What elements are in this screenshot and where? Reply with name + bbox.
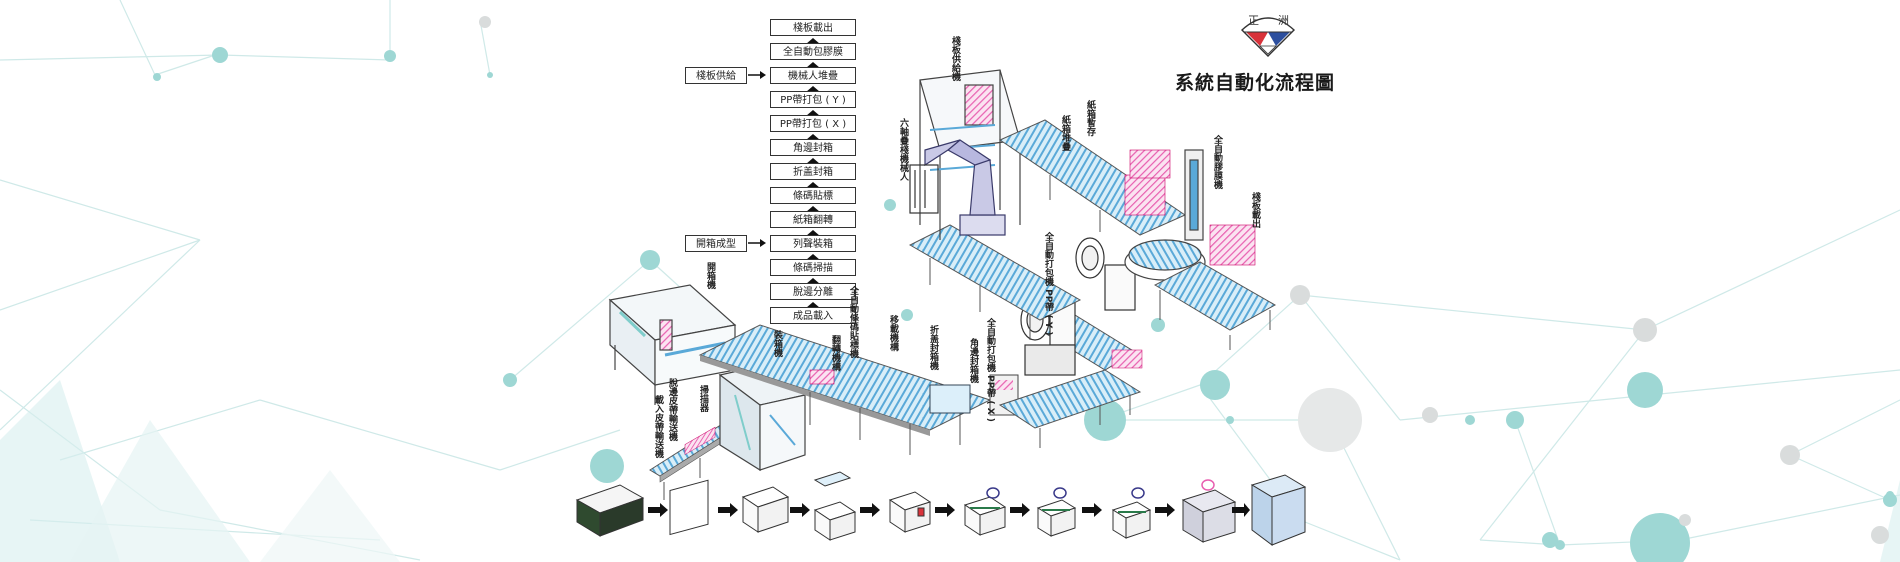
strapping-machine-y — [1075, 237, 1136, 311]
label-carton-buffer: 紙箱暫存 — [1085, 100, 1095, 136]
process-step: 條碼掃描 — [770, 259, 856, 276]
process-step: 棧板載出 — [770, 19, 856, 36]
side-input-box-forming: 開箱成型 — [685, 235, 747, 252]
strap-marks — [970, 507, 1146, 513]
label-six-axis-robot: 六軸疊棧機械人 — [898, 118, 908, 181]
middle-conveyor — [698, 324, 1019, 455]
strap-rings — [986, 479, 1215, 499]
label-strapping-y: 全自動打包機 PP帶 ( Y ) — [1043, 232, 1053, 336]
side-input-pallet-supply: 棧板供給 — [685, 67, 747, 84]
upper-right-conveyor — [998, 119, 1187, 236]
process-step: 條碼貼標 — [770, 187, 856, 204]
process-step: 紙箱翻轉 — [770, 211, 856, 228]
product-sequence — [575, 471, 1307, 546]
process-step: 脫邊分離 — [770, 283, 856, 300]
upper-conveyor — [908, 224, 1082, 340]
logo-text-left: 正 — [1248, 14, 1259, 27]
label-strapping-x: 全自動打包機 PP帶 ( X ) — [985, 318, 995, 422]
process-step: 角邊封箱 — [770, 139, 856, 156]
label-film-wrapper: 全自動膠膜機 — [1212, 135, 1222, 189]
box-opening-machine — [608, 284, 737, 405]
process-step: 成品載入 — [770, 307, 856, 324]
process-step: 機械人堆疊 — [770, 67, 856, 84]
label-corner-seal-machine: 角邊封箱機 — [968, 338, 978, 383]
right-arrow-icon — [748, 71, 766, 79]
process-step: 折盖封箱 — [770, 163, 856, 180]
pallet-out-conveyor — [1153, 261, 1277, 350]
label-box-opening-machine: 開箱機 — [705, 262, 715, 289]
diagram-title: 系統自動化流程圖 — [1175, 72, 1336, 94]
wrapping-machine — [1124, 149, 1256, 281]
sequence-arrows — [648, 503, 1250, 517]
label-barcode-labeler: 全自動條碼貼標機 — [848, 286, 858, 358]
right-arrow-icon — [748, 239, 766, 247]
process-step: 全自動包膠膜 — [770, 43, 856, 60]
six-axis-robot — [909, 139, 1006, 236]
process-step: PP帶打包 ( X ) — [770, 115, 856, 132]
process-step: PP帶打包 ( Y ) — [770, 91, 856, 108]
label-packing-machine: 裝箱機 — [772, 330, 782, 357]
logo-emblem — [1240, 17, 1296, 57]
company-logo: 正 洲 — [1238, 8, 1298, 60]
logo-text-right: 洲 — [1278, 14, 1289, 27]
label-pallet-feeder: 棧板供給機 — [950, 36, 960, 81]
label-flipping-mechanism: 翻轉機構 — [830, 335, 840, 371]
label-carton-stacking: 紙箱堆疊 — [1060, 115, 1070, 151]
label-scanner: 掃描器 — [698, 385, 708, 412]
process-step: 列聲裝箱 — [770, 235, 856, 252]
label-fold-seal-machine: 折盖封箱機 — [928, 325, 938, 370]
label-stripping-belt-conveyor: 脫邊皮帶輸送機 — [667, 378, 677, 441]
label-pallet-out: 棧板載出 — [1250, 192, 1260, 228]
label-transfer-mechanism: 移載機構 — [888, 315, 898, 351]
label-input-belt-conveyor: 載入皮帶輸送機 — [653, 395, 663, 458]
